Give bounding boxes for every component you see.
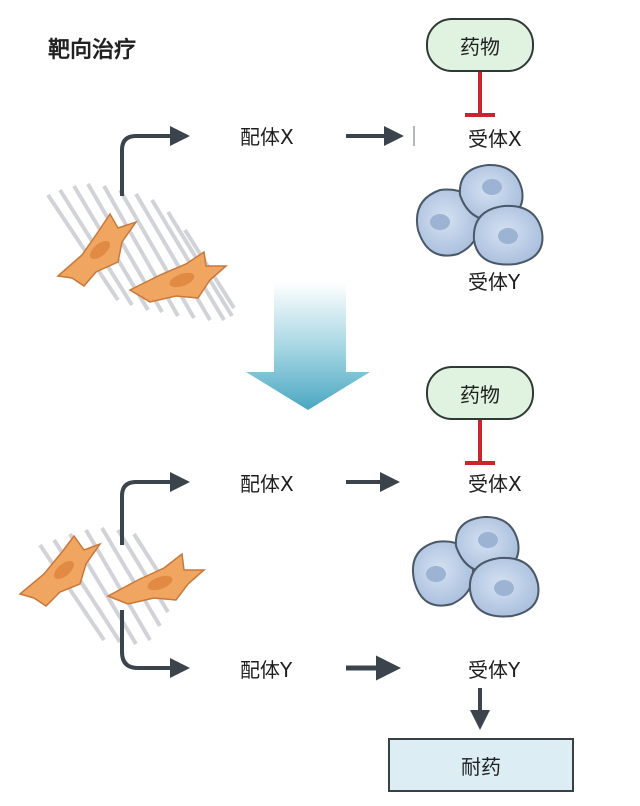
fibroblast-nucleus <box>90 241 110 259</box>
fibroblast-nucleus <box>147 575 173 591</box>
ligand-x-label: 配体X <box>240 125 294 149</box>
drug-label-bottom: 药物 <box>460 382 500 407</box>
receptor-y-label-bottom: 受体Y <box>468 658 521 682</box>
arrow-to-ligand-x-bottom <box>120 472 190 545</box>
arrow-to-ligand-y <box>120 610 190 678</box>
tumor-cell-cluster <box>416 163 544 266</box>
ligand-y-label: 配体Y <box>240 658 293 682</box>
fibroblast-nucleus <box>54 561 74 579</box>
transition-arrow <box>246 282 370 410</box>
resistance-label: 耐药 <box>461 754 501 779</box>
drug-label: 药物 <box>460 34 500 59</box>
arrow-to-ligand-x <box>120 126 190 196</box>
stroma-lines-top <box>46 182 236 322</box>
drug-box: 药物 <box>426 18 534 72</box>
inhibition-symbol-bottom <box>465 420 495 465</box>
receptor-x-label: 受体X <box>468 127 522 151</box>
fibroblast-nucleus <box>169 272 195 288</box>
receptor-x-label-bottom: 受体X <box>468 472 522 496</box>
ligand-x-label-bottom: 配体X <box>240 472 294 496</box>
inhibition-symbol <box>465 72 495 117</box>
tumor-cell-cluster-bottom <box>412 515 540 618</box>
resistance-box: 耐药 <box>388 738 574 792</box>
page-title: 靶向治疗 <box>48 38 137 63</box>
receptor-y-label: 受体Y <box>468 270 521 294</box>
drug-box-bottom: 药物 <box>426 366 534 420</box>
